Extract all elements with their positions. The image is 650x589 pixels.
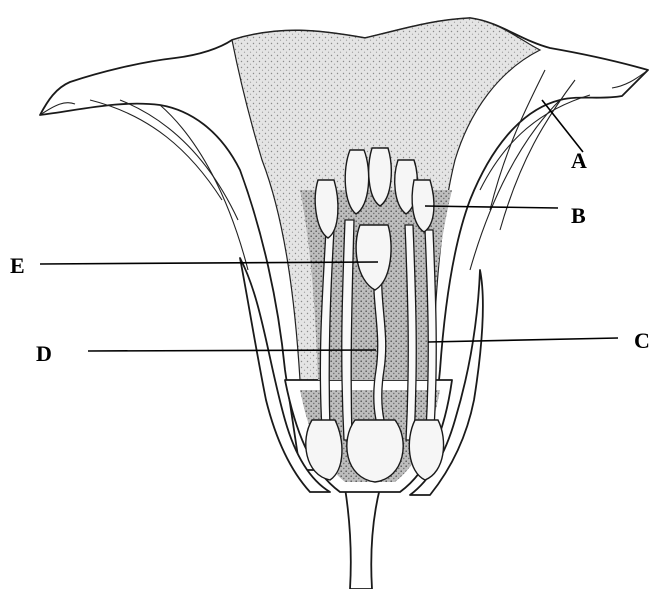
leader-d xyxy=(88,350,376,351)
stalk xyxy=(345,488,380,589)
leader-a xyxy=(542,100,583,152)
label-c: C xyxy=(634,330,650,352)
label-d: D xyxy=(36,343,52,365)
label-a: A xyxy=(571,150,587,172)
filament-base-left xyxy=(306,420,342,480)
label-b: B xyxy=(571,205,586,227)
leader-c xyxy=(428,338,618,342)
label-e: E xyxy=(10,255,25,277)
